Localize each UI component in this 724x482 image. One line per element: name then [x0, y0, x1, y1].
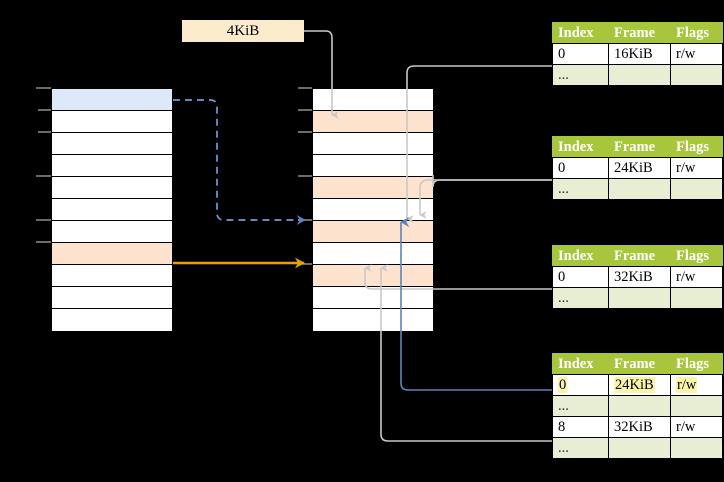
physical-memory-cell [313, 287, 433, 309]
table-cell: r/w [670, 416, 723, 438]
column-header-frame: Frame [608, 136, 671, 158]
physical-memory-cell [313, 133, 433, 155]
highlighted-value: 24KiB [614, 376, 655, 393]
physical-memory-cell [313, 265, 433, 287]
table-cell: 0 [552, 43, 609, 65]
table-cell [670, 64, 723, 86]
physical-memory-cell [313, 221, 433, 243]
table-cell [670, 437, 723, 459]
table-cell: ... [552, 437, 609, 459]
column-header-frame: Frame [608, 245, 671, 267]
table-cell: 0 [552, 266, 609, 288]
table-cell: 24KiB [608, 374, 671, 396]
table-cell [608, 287, 671, 309]
table-cell: r/w [670, 266, 723, 288]
column-header-index: Index [552, 22, 609, 44]
table-row: ... [552, 437, 723, 459]
column-header-index: Index [552, 353, 609, 375]
virtual-address-space-cell [52, 309, 172, 331]
column-header-flags: Flags [670, 22, 723, 44]
table-cell: 32KiB [608, 266, 671, 288]
virtual-address-space-cell [52, 265, 172, 287]
physical-memory-cell [313, 177, 433, 199]
table-cell: ... [552, 178, 609, 200]
table-cell [670, 287, 723, 309]
table-cell: r/w [670, 43, 723, 65]
offset-label: 4KiB [182, 20, 304, 42]
table-cell: ... [552, 64, 609, 86]
physical-memory-cell [313, 309, 433, 331]
table-cell [608, 437, 671, 459]
table-cell: 32KiB [608, 416, 671, 438]
physical-memory-cell [313, 243, 433, 265]
virtual-address-space-column [51, 88, 173, 331]
table-cell [608, 395, 671, 417]
virtual-address-space-cell [52, 221, 172, 243]
table-cell: 0 [552, 374, 609, 396]
column-header-frame: Frame [608, 353, 671, 375]
physical-memory-column [312, 88, 434, 331]
virtual-address-space-cell [52, 111, 172, 133]
column-header-frame: Frame [608, 22, 671, 44]
table-row: ... [552, 178, 723, 200]
table-cell: 16KiB [608, 43, 671, 65]
virtual-address-space-cell [52, 133, 172, 155]
column-header-flags: Flags [670, 245, 723, 267]
table-cell: ... [552, 287, 609, 309]
highlighted-value: 0 [558, 376, 568, 393]
physical-memory-cell [313, 89, 433, 111]
virtual-address-space-cell [52, 155, 172, 177]
table-row: ... [552, 395, 723, 417]
physical-memory-cell [313, 199, 433, 221]
table-cell: 24KiB [608, 157, 671, 179]
table-cell [608, 64, 671, 86]
physical-memory-cell [313, 111, 433, 133]
table-cell [670, 178, 723, 200]
table-row: 0 24KiB r/w [552, 374, 723, 396]
table-row: ... [552, 287, 723, 309]
virtual-address-space-cell [52, 243, 172, 265]
virtual-address-space-cell [52, 287, 172, 309]
column-header-index: Index [552, 136, 609, 158]
column-header-flags: Flags [670, 353, 723, 375]
virtual-address-space-cell [52, 89, 172, 111]
physical-memory-cell [313, 155, 433, 177]
virtual-address-space-cell [52, 199, 172, 221]
offset-label-text: 4KiB [226, 22, 260, 39]
table-cell: 0 [552, 157, 609, 179]
table-cell: 8 [552, 416, 609, 438]
column-header-flags: Flags [670, 136, 723, 158]
table-cell: r/w [670, 157, 723, 179]
column-header-index: Index [552, 245, 609, 267]
table-cell [670, 395, 723, 417]
table-row: ... [552, 64, 723, 86]
table-cell: ... [552, 395, 609, 417]
table-cell [608, 178, 671, 200]
virtual-address-space-cell [52, 177, 172, 199]
highlighted-value: r/w [676, 376, 698, 393]
table-cell: r/w [670, 374, 723, 396]
